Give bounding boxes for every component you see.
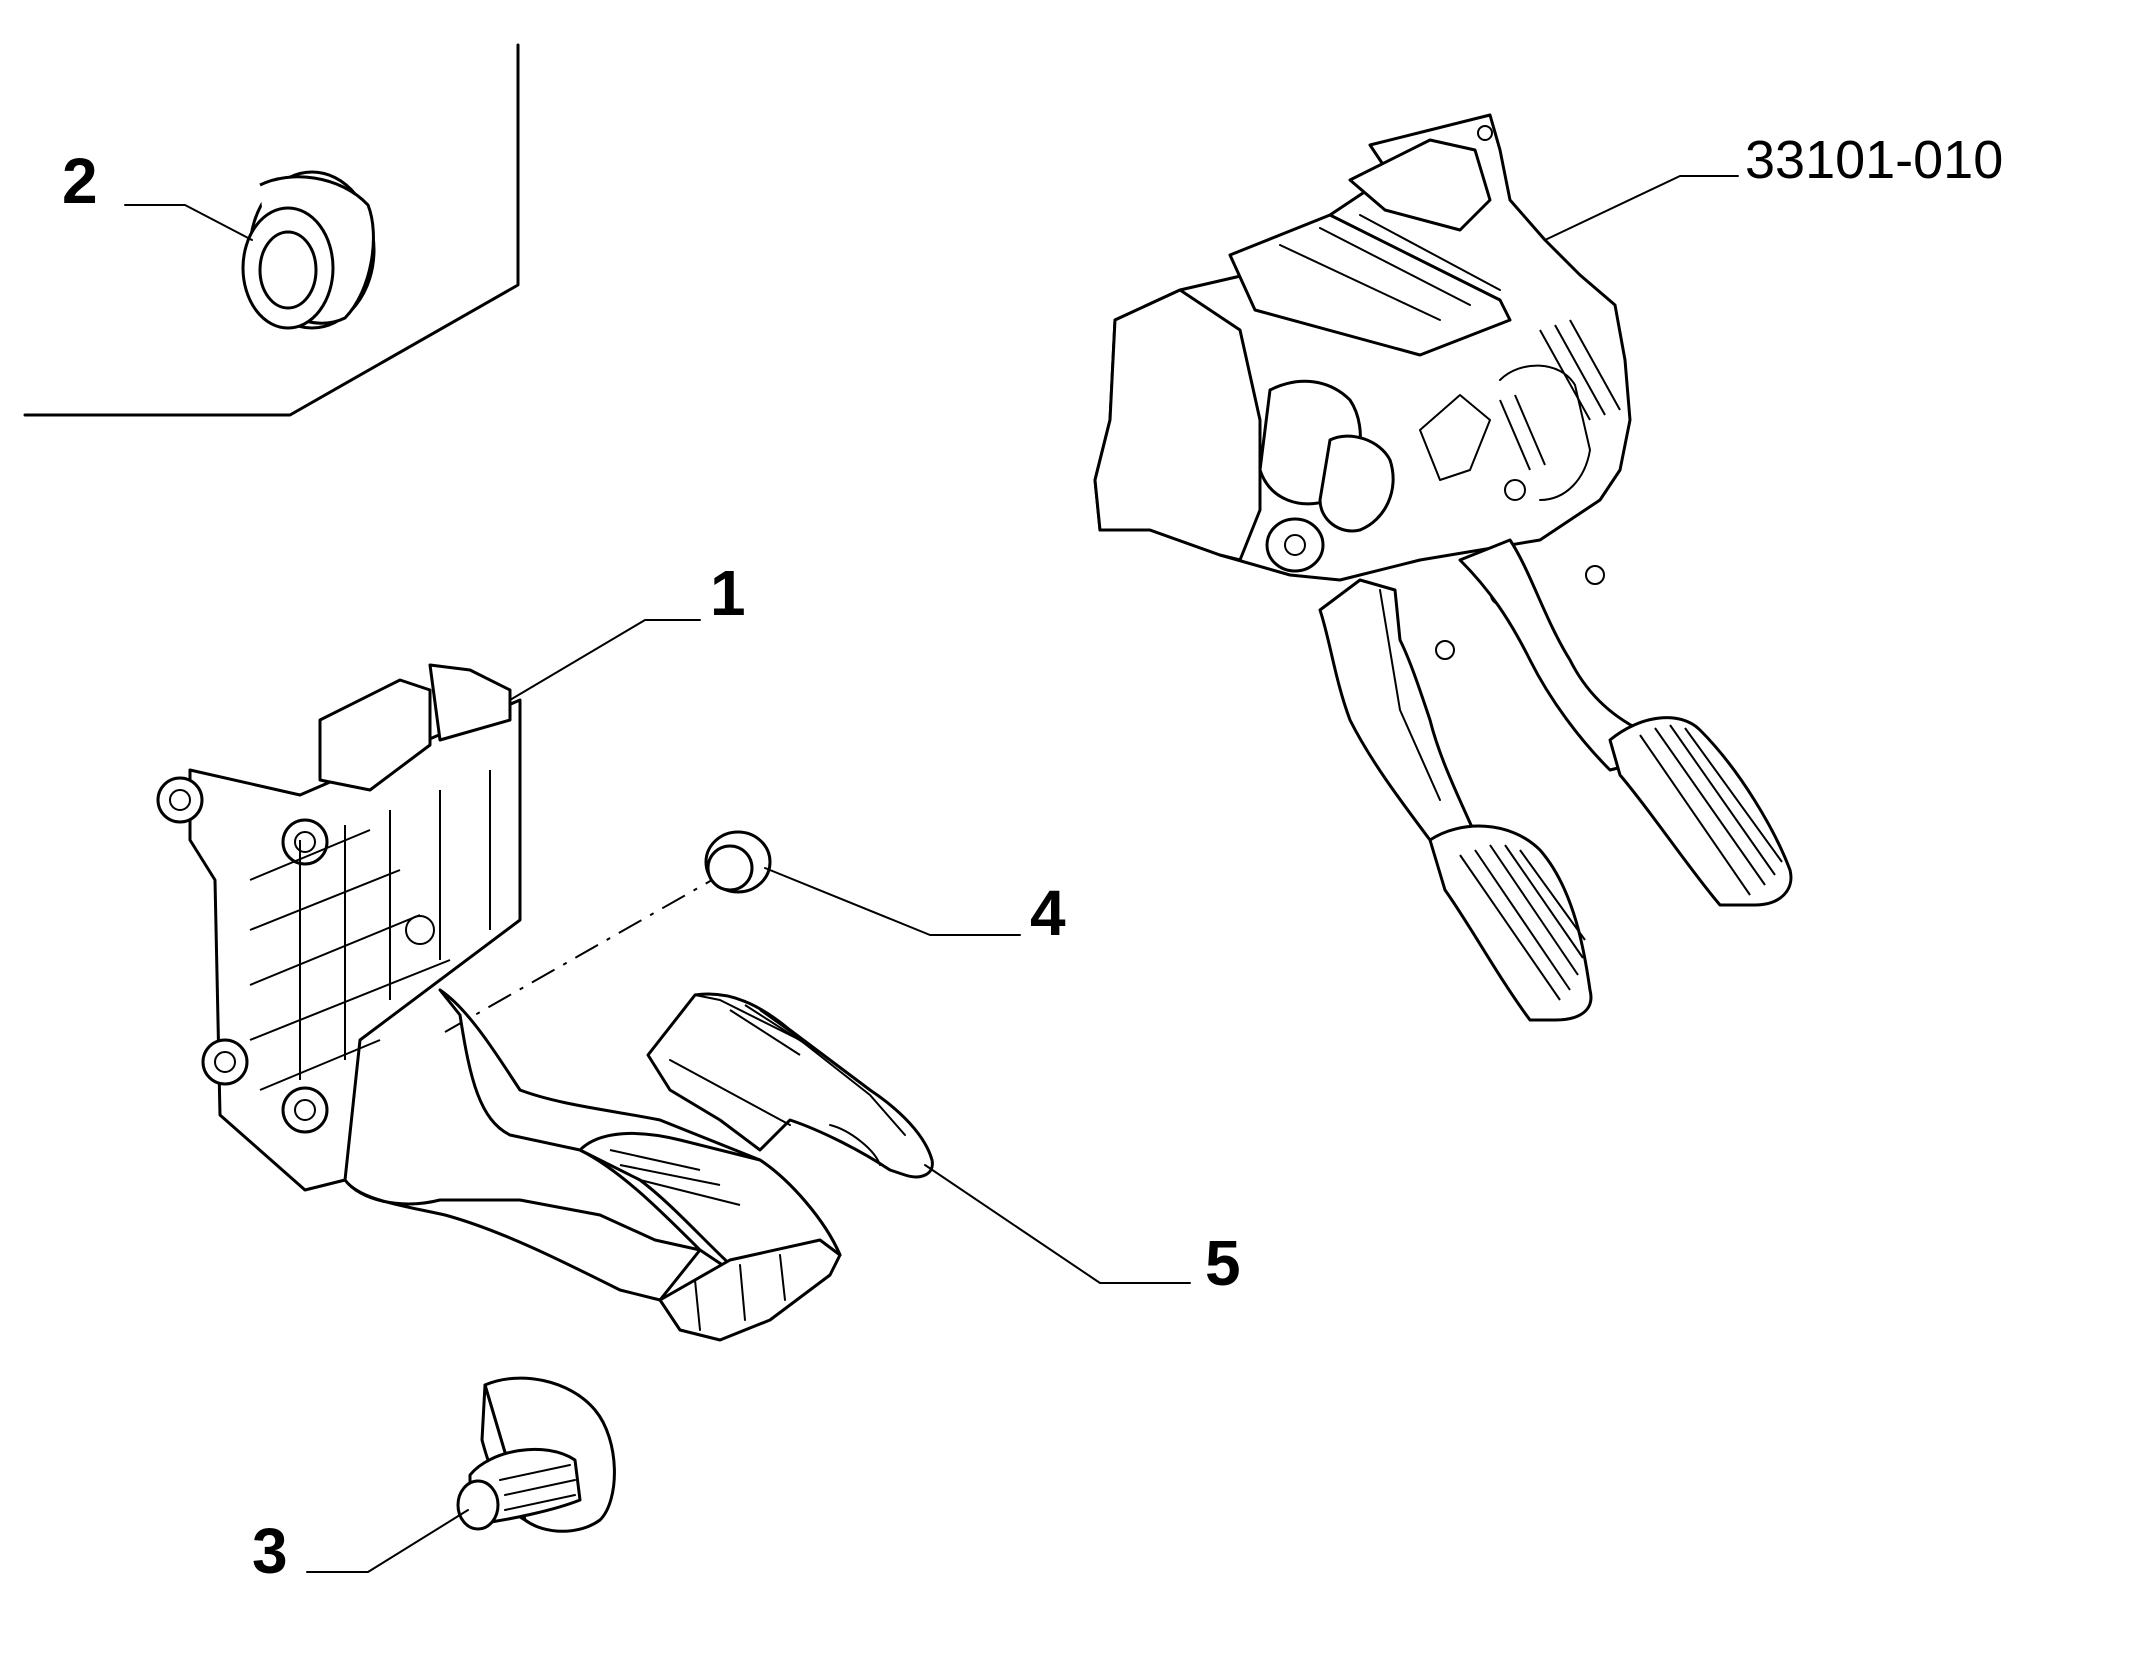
part-3-clip [456, 1376, 616, 1533]
assembly-axis-line [444, 879, 713, 1033]
callout-5: 5 [1205, 1227, 1241, 1299]
callout-1: 1 [710, 557, 746, 629]
assembly-reference-label: 33101-010 [1745, 130, 2003, 190]
assembly-pedal-box [1093, 113, 1793, 1022]
part-2-grommet [241, 170, 376, 330]
callout-2: 2 [62, 145, 98, 217]
callout-4: 4 [1030, 877, 1066, 949]
part-5-pedal-cover [646, 992, 934, 1179]
part-1-pedal-assembly [156, 663, 842, 1342]
leader-lines [124, 175, 1739, 1573]
callout-3: 3 [252, 1515, 288, 1587]
part-4-nut [704, 830, 772, 894]
inset-frame [23, 43, 520, 417]
